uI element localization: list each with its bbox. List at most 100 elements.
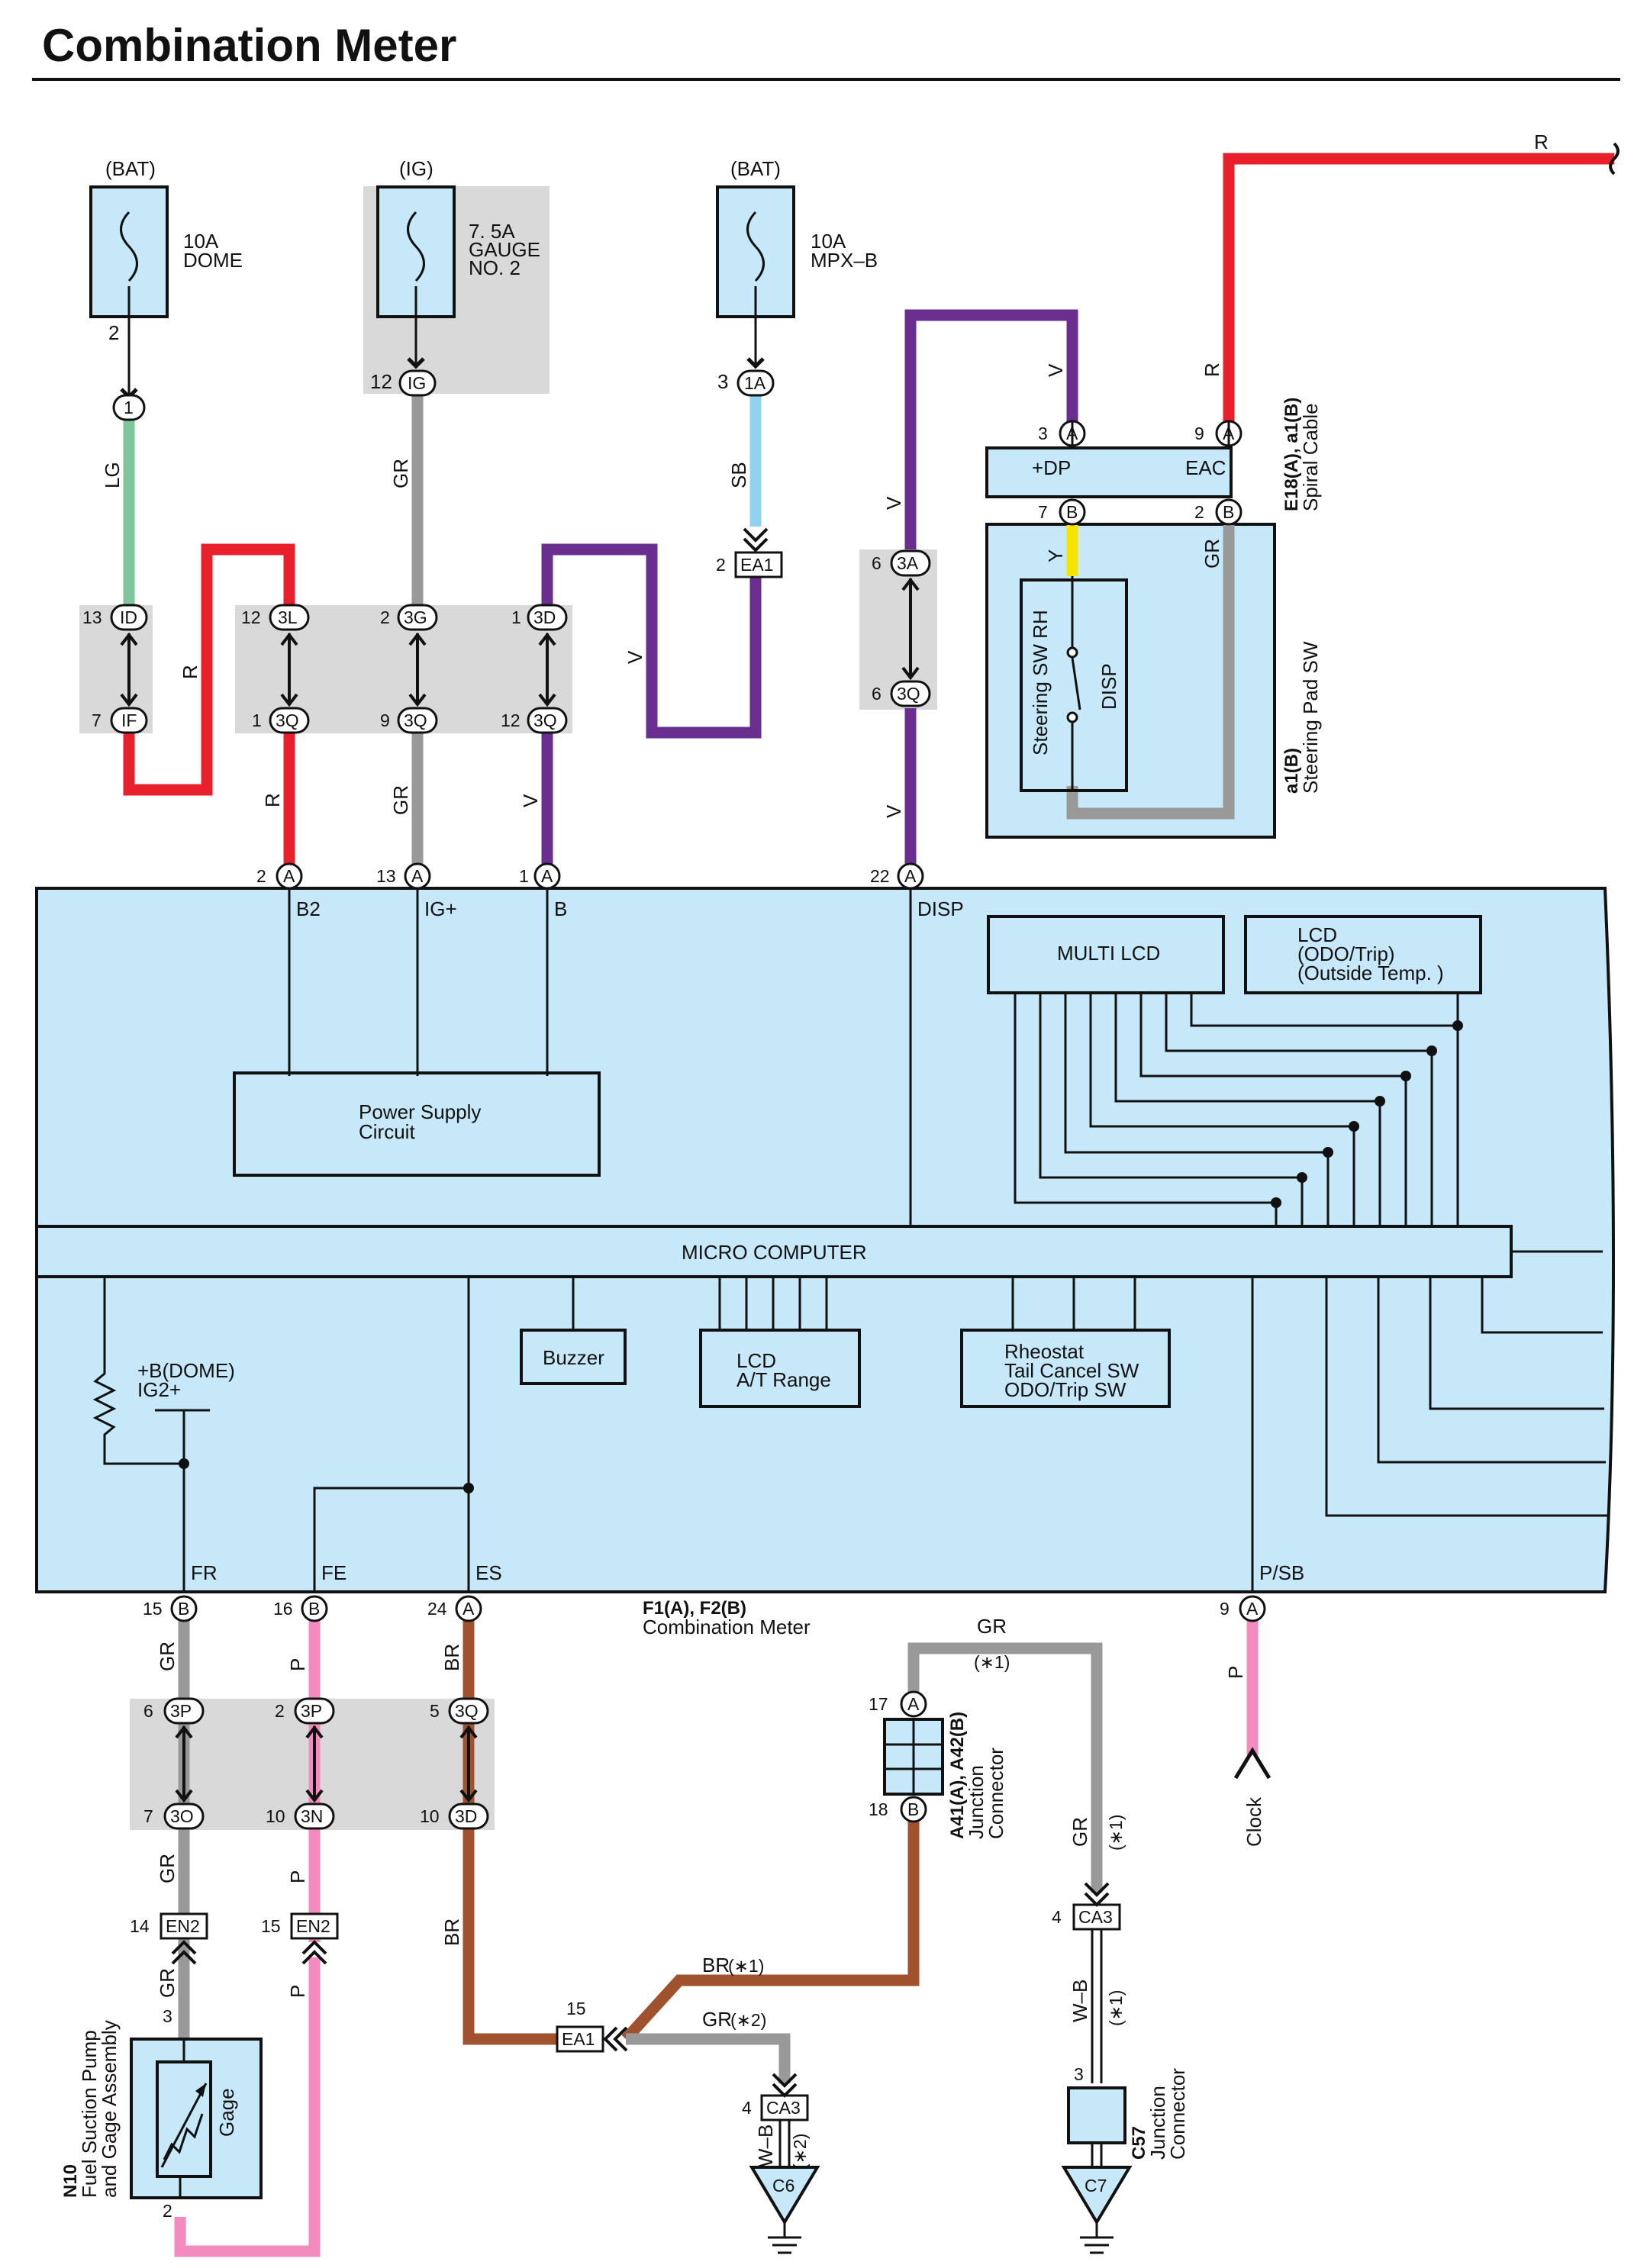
wire-labels: LG R R GR GR V V SB V V V R R GR Y GR GR… <box>101 130 1549 2170</box>
svg-text:2: 2 <box>1194 502 1204 522</box>
svg-text:7: 7 <box>143 1806 153 1826</box>
svg-text:B: B <box>178 1599 189 1619</box>
splice-arrows <box>120 577 920 1803</box>
pin-3q-d: 3Q6 <box>872 680 931 707</box>
svg-text:BR: BR <box>702 1954 730 1976</box>
svg-text:(∗1): (∗1) <box>1106 1990 1126 2026</box>
svg-text:R: R <box>1201 362 1223 377</box>
svg-text:Spiral Cable: Spiral Cable <box>1299 403 1322 511</box>
multi-lcd-box <box>987 915 1225 994</box>
component-labels: E18(A), a1(B) Spiral Cable a1(B) Steerin… <box>1281 142 1620 794</box>
svg-text:V: V <box>1044 363 1067 377</box>
svg-text:13: 13 <box>376 866 396 886</box>
svg-text:R: R <box>261 793 284 807</box>
svg-text:3G: 3G <box>404 607 427 627</box>
wire-gr-top <box>907 1642 1103 1893</box>
svg-text:2: 2 <box>275 1701 285 1721</box>
svg-text:A: A <box>283 866 295 886</box>
junction-connector-c57: 3 C57 Junction Connector <box>1067 2064 1189 2160</box>
svg-text:LG: LG <box>101 462 124 488</box>
svg-text:GAUGE: GAUGE <box>469 238 540 261</box>
svg-text:Junction: Junction <box>1146 2086 1169 2160</box>
svg-text:Clock: Clock <box>1243 1796 1265 1847</box>
svg-text:15: 15 <box>143 1599 163 1619</box>
steering-switch: Steering SW RH DISP <box>1020 576 1128 792</box>
svg-text:6: 6 <box>143 1701 153 1721</box>
pin-if: IF7 <box>92 707 148 734</box>
svg-text:9: 9 <box>1220 1599 1230 1619</box>
svg-text:17: 17 <box>869 1694 888 1714</box>
svg-text:3N: 3N <box>301 1806 323 1826</box>
svg-text:(∗2): (∗2) <box>790 2134 810 2170</box>
svg-text:(∗2): (∗2) <box>730 2010 766 2030</box>
svg-text:Buzzer: Buzzer <box>543 1346 604 1369</box>
svg-text:EN2: EN2 <box>166 1916 200 1936</box>
ground-c6: C6 <box>749 2166 820 2254</box>
svg-text:ES: ES <box>475 1561 502 1584</box>
svg-text:IG: IG <box>408 373 426 393</box>
pin-1a: 1A <box>736 369 775 397</box>
svg-text:B: B <box>554 897 567 920</box>
wire-br-junction <box>621 1813 920 2044</box>
svg-text:3D: 3D <box>533 607 556 627</box>
svg-text:C6: C6 <box>772 2176 794 2196</box>
svg-text:C7: C7 <box>1085 2176 1107 2196</box>
svg-text:22: 22 <box>870 866 890 886</box>
meter-internals: B2 IG+ B DISP Power Supply Circuit MULTI… <box>92 888 1607 1638</box>
svg-text:2: 2 <box>380 607 390 627</box>
svg-text:Rheostat: Rheostat <box>1004 1340 1085 1363</box>
svg-text:A: A <box>1246 1599 1259 1619</box>
svg-text:E18(A), a1(B): E18(A), a1(B) <box>1281 398 1302 511</box>
svg-text:DISP: DISP <box>917 897 964 920</box>
svg-text:BR: BR <box>440 1644 463 1671</box>
svg-text:10A: 10A <box>811 230 846 253</box>
svg-text:3Q: 3Q <box>897 684 920 704</box>
svg-text:NO. 2: NO. 2 <box>469 256 521 279</box>
pin-3a: 3A6 <box>872 549 931 577</box>
pin-3p-b: 3P2 <box>275 1697 335 1725</box>
svg-text:9: 9 <box>1194 424 1204 443</box>
svg-text:10: 10 <box>420 1806 440 1826</box>
svg-text:(IG): (IG) <box>399 157 434 180</box>
pin-3o: 3O7 <box>143 1802 205 1830</box>
svg-text:3A: 3A <box>897 553 919 573</box>
svg-text:A/T Range: A/T Range <box>736 1368 831 1391</box>
svg-text:and Gage Assembly: and Gage Assembly <box>98 2020 121 2198</box>
svg-text:C57: C57 <box>1129 2126 1149 2160</box>
page-title: Combination Meter <box>42 20 456 71</box>
svg-text:Steering SW RH: Steering SW RH <box>1029 610 1052 755</box>
svg-text:(ODO/Trip): (ODO/Trip) <box>1297 942 1395 965</box>
svg-text:GR: GR <box>156 1641 179 1671</box>
junction-connector-a41: A17 B18 A41(A), A42(B) Junction Connecto… <box>869 1690 1007 1839</box>
svg-text:Connector: Connector <box>985 1748 1007 1839</box>
svg-text:2: 2 <box>716 555 726 575</box>
svg-text:B: B <box>907 1799 919 1819</box>
wire-v-loop <box>541 543 762 739</box>
lcd-odo-box <box>1244 915 1482 994</box>
svg-text:(BAT): (BAT) <box>730 157 781 180</box>
svg-text:F1(A), F2(B): F1(A), F2(B) <box>643 1598 746 1619</box>
svg-text:A: A <box>411 866 424 886</box>
svg-text:V: V <box>882 496 905 510</box>
svg-text:EN2: EN2 <box>296 1916 330 1936</box>
svg-text:FE: FE <box>321 1561 346 1584</box>
svg-text:B: B <box>1066 502 1078 522</box>
svg-text:LCD: LCD <box>1297 923 1337 946</box>
pin-3q-e: 3Q5 <box>430 1697 489 1725</box>
svg-text:9: 9 <box>380 710 390 730</box>
svg-text:CA3: CA3 <box>1078 1907 1113 1927</box>
svg-text:V: V <box>624 650 646 664</box>
svg-text:ID: ID <box>120 607 137 627</box>
pin-3p-a: 3P6 <box>143 1697 205 1725</box>
svg-text:3L: 3L <box>278 607 298 627</box>
svg-text:15: 15 <box>566 1999 586 2018</box>
fuse-dome: (BAT) 10A DOME 2 <box>89 157 243 397</box>
ground-c7: C7 <box>1061 2166 1133 2254</box>
svg-text:W–B: W–B <box>1068 1980 1091 2022</box>
pin-3q-a: 3Q1 <box>252 707 310 734</box>
